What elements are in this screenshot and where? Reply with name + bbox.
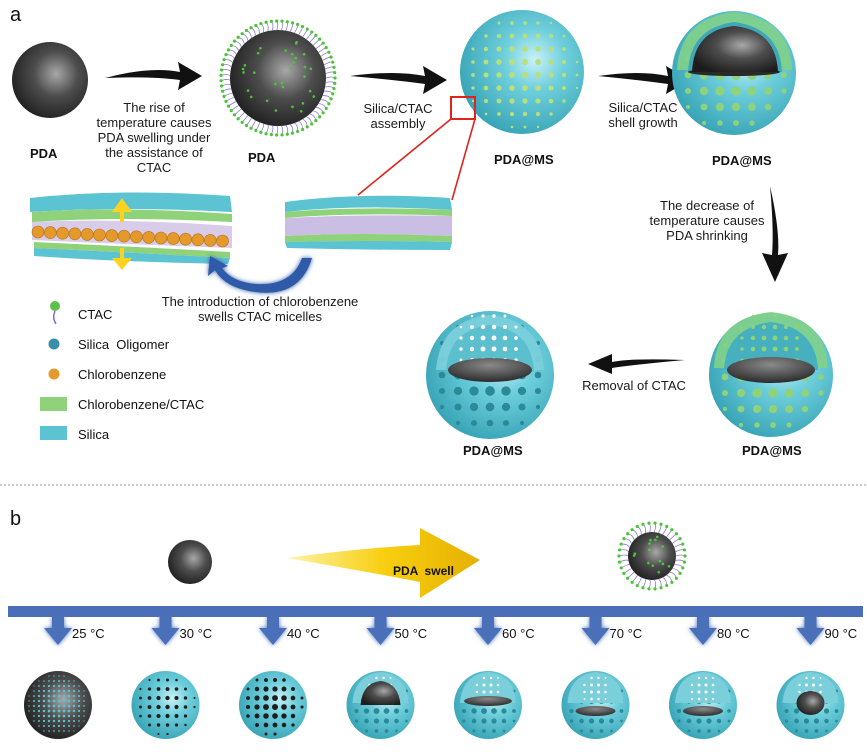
temperature-sphere bbox=[347, 671, 415, 739]
temperature-label: 50 °C bbox=[395, 626, 428, 641]
timeline-bar bbox=[8, 606, 863, 617]
step-assembly-text: Silica/CTAC assembly bbox=[352, 101, 444, 131]
temperature-label: 80 °C bbox=[717, 626, 750, 641]
legend-chlorobenzene-ctac-swatch bbox=[40, 397, 67, 411]
legend-silica-oligomer-icon bbox=[49, 339, 60, 350]
pdams-sphere-dotted bbox=[460, 10, 584, 134]
pda-swollen-with-ctac bbox=[219, 19, 336, 136]
temperature-label: 30 °C bbox=[180, 626, 213, 641]
temperature-arrow bbox=[582, 617, 610, 645]
pda-sphere-b bbox=[168, 540, 212, 584]
temperature-arrow bbox=[44, 617, 72, 645]
temperature-label: 25 °C bbox=[72, 626, 105, 641]
step-shell-growth-text: Silica/CTAC shell growth bbox=[598, 100, 688, 130]
temperature-label: 90 °C bbox=[825, 626, 858, 641]
temperature-arrow bbox=[259, 617, 287, 645]
temperature-sphere bbox=[777, 671, 845, 739]
temperature-label: 40 °C bbox=[287, 626, 320, 641]
legend-silica-label: Silica bbox=[78, 427, 109, 442]
temperature-sphere bbox=[669, 671, 737, 739]
legend-ctac-icon bbox=[50, 301, 60, 324]
temperature-arrow bbox=[367, 617, 395, 645]
panel-label-a: a bbox=[10, 4, 21, 27]
pdams-cutaway-shrunk bbox=[709, 312, 833, 437]
pda-sphere bbox=[12, 42, 88, 118]
step-shrinking-text: The decrease of temperature causes PDA s… bbox=[638, 198, 776, 243]
temperature-sphere bbox=[562, 671, 630, 739]
temperature-label: 60 °C bbox=[502, 626, 535, 641]
caption-pdams-3: PDA@MS bbox=[742, 443, 802, 458]
caption-pdams-1: PDA@MS bbox=[494, 152, 554, 167]
zoom-line-right bbox=[452, 119, 475, 200]
swell-arrow bbox=[287, 528, 480, 598]
micelle-layer-swollen bbox=[30, 192, 232, 270]
arrow-assembly bbox=[350, 66, 447, 94]
legend-ctac-label: CTAC bbox=[78, 307, 112, 322]
pdams-porous-cutaway bbox=[426, 311, 554, 439]
legend-silica-swatch bbox=[40, 426, 67, 440]
step-removal-text: Removal of CTAC bbox=[576, 378, 692, 393]
legend-chlorobenzene-icon bbox=[49, 369, 60, 380]
arrow-swelling bbox=[105, 62, 202, 90]
temperature-sphere bbox=[24, 671, 92, 739]
panel-label-b: b bbox=[10, 508, 21, 531]
step-chlorobenzene-text: The introduction of chlorobenzene swells… bbox=[140, 294, 380, 324]
caption-pda-1: PDA bbox=[30, 146, 57, 161]
swell-arrow-label: PDA swell bbox=[393, 564, 454, 578]
arrow-removal bbox=[588, 354, 685, 374]
legend-chlorobenzene-ctac-label: Chlorobenzene/CTAC bbox=[78, 397, 204, 412]
temperature-sphere bbox=[239, 671, 307, 739]
caption-pdams-4: PDA@MS bbox=[463, 443, 523, 458]
caption-pda-2: PDA bbox=[248, 150, 275, 165]
pdams-cutaway-core bbox=[672, 11, 796, 135]
pda-swollen-b bbox=[617, 522, 686, 591]
temperature-sphere bbox=[454, 671, 522, 739]
temperature-arrow bbox=[474, 617, 502, 645]
legend-chlorobenzene-label: Chlorobenzene bbox=[78, 367, 166, 382]
temperature-label: 70 °C bbox=[610, 626, 643, 641]
legend-silica-oligomer-label: Silica Oligomer bbox=[78, 337, 169, 352]
temperature-arrow bbox=[689, 617, 717, 645]
temperature-arrow bbox=[152, 617, 180, 645]
caption-pdams-2: PDA@MS bbox=[712, 153, 772, 168]
temperature-sphere bbox=[132, 671, 200, 739]
temperature-arrow bbox=[797, 617, 825, 645]
step-swelling-text: The rise of temperature causes PDA swell… bbox=[84, 100, 224, 175]
micelle-layer bbox=[285, 196, 452, 250]
